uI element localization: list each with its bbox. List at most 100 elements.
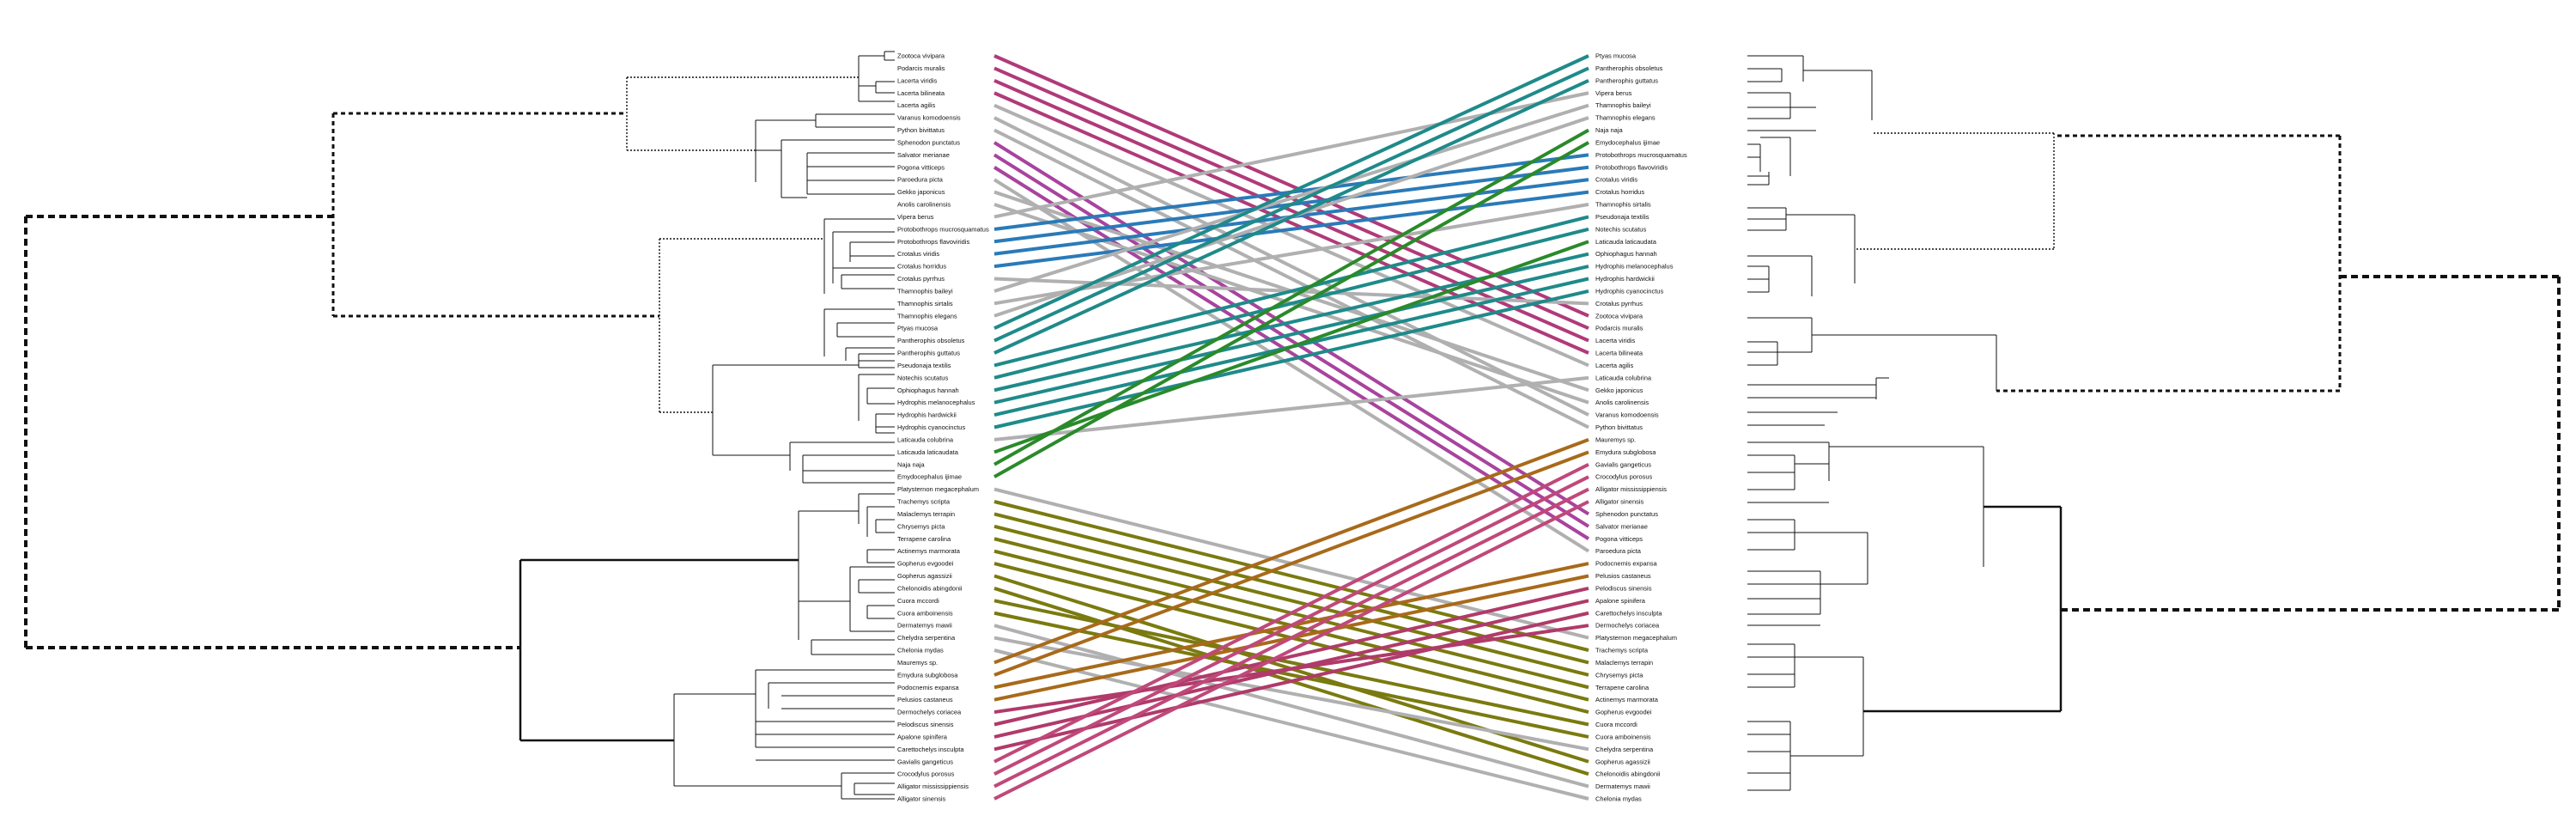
left-taxon-label: Pantherophis obsoletus [897, 337, 965, 344]
taxon-connection-line [993, 586, 1589, 727]
left-taxon-label: Ptyas mucosa [897, 325, 939, 332]
right-taxon-label: Dermochelys coriacea [1595, 622, 1660, 630]
right-taxon-label: Crotalus pyrrhus [1595, 300, 1643, 307]
taxon-connection-line [993, 611, 1589, 739]
right-taxon-label: Salvator merianae [1595, 522, 1648, 530]
right-taxon-label: Terrapene carolina [1595, 684, 1649, 691]
right-turtle-clade-lower [1747, 643, 1864, 791]
right-taxon-label: Mauremys sp. [1595, 435, 1636, 443]
right-taxon-label: Zootoca vivipara [1595, 312, 1643, 320]
left-archosaur-turtle-clade [673, 669, 895, 800]
left-snake-branch [659, 238, 824, 413]
right-taxon-label: Podarcis muralis [1595, 325, 1643, 332]
taxon-connection-line [993, 450, 1589, 677]
taxon-connection-line [993, 128, 1589, 429]
left-taxon-label: Gopherus agassizii [897, 572, 952, 580]
right-taxon-label: Cuora amboinensis [1595, 733, 1651, 740]
taxon-connection-line [993, 599, 1589, 727]
right-taxon-label: Varanus komodoensis [1595, 411, 1659, 419]
right-taxon-label: Ptyas mucosa [1595, 52, 1637, 60]
taxon-connection-line [993, 79, 1589, 355]
right-taxon-label: Pelusios castaneus [1595, 572, 1651, 580]
left-root-branch [24, 215, 520, 649]
taxon-connection-line [993, 624, 1589, 789]
left-taxon-label: Crotalus horridus [897, 263, 946, 271]
taxon-connection-line [993, 103, 1589, 293]
left-taxon-label: Paroedura picta [897, 176, 944, 184]
right-taxon-label: Chelonia mydas [1595, 795, 1642, 803]
right-taxon-label: Gopherus evgoodei [1595, 709, 1652, 716]
taxon-connection-line [993, 648, 1589, 801]
left-taxon-label: Naja naja [897, 460, 926, 468]
right-taxon-label: Protobothrops mucrosquamatus [1595, 151, 1687, 159]
left-taxon-label: Emydocephalus ijimae [897, 473, 962, 481]
left-taxon-label: Cuora mccordi [897, 597, 939, 605]
left-taxon-label: Crotalus viridis [897, 250, 939, 258]
left-taxon-label: Zootoca vivipara [897, 52, 945, 60]
right-taxon-label: Chrysemys picta [1595, 671, 1643, 679]
left-taxon-label: Python bivittatus [897, 126, 945, 134]
taxon-connection-line [993, 500, 1589, 801]
left-turtle-clade [798, 493, 895, 655]
left-taxon-label: Sphenodon punctatus [897, 138, 960, 146]
left-phylogenetic-tree [24, 51, 895, 800]
right-taxon-label: Python bivittatus [1595, 423, 1643, 431]
right-taxon-label: Naja naja [1595, 126, 1624, 134]
left-taxon-label: Terrapene carolina [897, 535, 951, 543]
right-taxon-label: Thamnophis baileyi [1595, 101, 1651, 109]
right-viper-clade [1747, 137, 1791, 186]
left-taxon-label: Vipera berus [897, 213, 934, 221]
right-taxon-label: Gekko japonicus [1595, 387, 1643, 394]
left-taxon-label: Malaclemys terrapin [897, 510, 955, 518]
right-taxon-label: Emydura subglobosa [1595, 448, 1656, 456]
right-taxon-label: Apalone spinifera [1595, 597, 1646, 605]
left-taxon-label: Mauremys sp. [897, 659, 938, 667]
taxon-connection-line [993, 103, 1589, 368]
right-taxon-label: Paroedura picta [1595, 547, 1642, 555]
right-taxon-label: Vipera berus [1595, 89, 1632, 97]
right-taxon-label: Thamnophis elegans [1595, 114, 1656, 122]
right-taxon-label: Crocodylus porosus [1595, 473, 1653, 481]
left-elapid-clade [712, 364, 895, 484]
taxon-connection-line [993, 512, 1589, 665]
right-taxon-label: Cuora mccordi [1595, 721, 1637, 728]
left-taxon-label: Hydrophis hardwickii [897, 411, 957, 419]
left-taxon-label: Hydrophis cyanocinctus [897, 423, 965, 431]
left-taxon-label: Salvator merianae [897, 151, 950, 159]
left-taxon-label: Carettochelys insculpta [897, 746, 964, 753]
left-taxon-label: Crocodylus porosus [897, 770, 955, 778]
connection-lines [993, 54, 1590, 801]
left-taxon-label: Lacerta bilineata [897, 89, 945, 97]
left-taxon-label: Chelonia mydas [897, 647, 944, 655]
left-taxon-label: Pogona vitticeps [897, 163, 945, 171]
right-taxon-label: Chelonoidis abingdonii [1595, 770, 1661, 778]
left-taxon-label: Chelydra serpentina [897, 634, 956, 642]
taxon-connection-line [993, 289, 1589, 429]
left-taxon-label: Alligator sinensis [897, 795, 946, 803]
left-taxon-label: Alligator mississippiensis [897, 782, 969, 790]
right-squamate-clade [1747, 317, 1997, 426]
left-taxon-label: Protobothrops flavoviridis [897, 238, 969, 246]
taxon-connection-line [993, 375, 1589, 441]
left-taxon-label: Ophiophagus hannah [897, 387, 959, 394]
right-taxon-label: Anolis carolinensis [1595, 399, 1649, 406]
right-taxon-label: Lacerta agilis [1595, 362, 1633, 369]
left-taxon-label: Gopherus evgoodei [897, 560, 954, 568]
left-taxon-label: Pelodiscus sinensis [897, 721, 954, 728]
left-lacertid-clade [858, 51, 895, 102]
left-taxon-label: Pantherophis guttatus [897, 350, 960, 357]
taxon-connection-line [993, 487, 1589, 789]
left-taxon-label: Dermatemys mawii [897, 622, 952, 630]
left-taxon-label: Trachemys scripta [897, 498, 951, 506]
right-taxon-label: Laticauda laticaudata [1595, 238, 1657, 246]
right-taxon-label: Pogona vitticeps [1595, 535, 1643, 543]
taxon-connection-line [993, 190, 1589, 269]
right-taxon-label: Lacerta viridis [1595, 337, 1636, 344]
left-taxon-label: Crotalus pyrrhus [897, 275, 945, 283]
taxon-connection-line [993, 438, 1589, 665]
left-lower-split [519, 558, 799, 742]
taxon-connection-line [993, 500, 1589, 652]
right-archosaur-clade [1747, 441, 1984, 567]
right-taxon-label: Podocnemis expansa [1595, 560, 1658, 568]
left-taxon-label: Dermochelys coriacea [897, 709, 962, 716]
